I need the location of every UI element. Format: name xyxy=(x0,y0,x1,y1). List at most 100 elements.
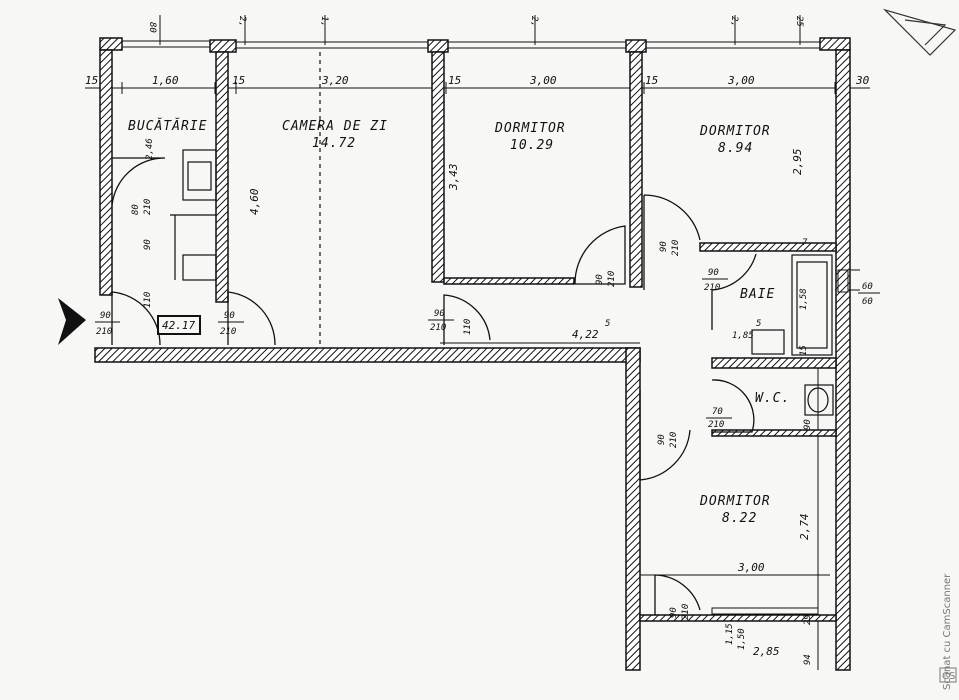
balcony-door xyxy=(654,574,701,615)
door-label: 210 xyxy=(220,327,236,337)
door-label: 90 xyxy=(669,607,679,618)
dim-label: 3,20 xyxy=(321,74,349,87)
living-room-label: CAMERA DE ZI xyxy=(282,119,388,134)
window-label: 60 xyxy=(862,282,873,292)
bedroom2-area: 8.94 xyxy=(718,141,753,156)
dim-label: 110 xyxy=(463,319,473,335)
door-label: 210 xyxy=(681,604,691,620)
door-label: 210 xyxy=(704,283,720,293)
dim-label: 2,46 xyxy=(145,138,155,160)
tick-label: 25 xyxy=(794,16,804,27)
balcony-label-d: 94 xyxy=(803,654,813,665)
kitchen-stove xyxy=(182,254,217,281)
dim-label: 2,74 xyxy=(798,514,811,541)
door-label: 90 xyxy=(659,241,669,252)
wc-right-label: 90 xyxy=(803,419,813,430)
toilet xyxy=(804,384,834,416)
door-label: 210 xyxy=(708,420,724,430)
dim-label: 4,60 xyxy=(248,188,261,215)
bath-right-label: 15 xyxy=(799,345,809,356)
dim-label: 15 xyxy=(645,74,658,87)
total-area: 42.17 xyxy=(162,319,195,332)
bath-door xyxy=(711,253,757,330)
door-label: 90 xyxy=(657,434,667,445)
wc-label: W.C. xyxy=(755,391,790,406)
door-label: 210 xyxy=(96,327,112,337)
misc-labels: 60 60 4,22 5 1,85 5 7 15 90 3,00 2,85 1,… xyxy=(572,238,880,665)
door-label: 90 xyxy=(708,268,719,278)
scanner-watermark: Scanat cu CamScanner xyxy=(942,573,953,690)
tick-label: 2, xyxy=(529,16,539,27)
door-label: 210 xyxy=(430,323,446,333)
hall-door xyxy=(443,294,491,345)
walls xyxy=(94,37,851,671)
door-label: 90 xyxy=(100,311,111,321)
windows xyxy=(121,40,849,615)
bedroom3-area: 8.22 xyxy=(722,511,757,526)
top-dimension-labels: 15 1,60 15 3,20 15 3,00 15 3,00 30 xyxy=(85,74,870,87)
hall-length-sup: 5 xyxy=(605,319,610,329)
entry-door xyxy=(111,291,161,346)
door-swings xyxy=(111,157,757,615)
entry-arrow xyxy=(58,298,86,345)
bathtub xyxy=(791,254,833,356)
cs-badge xyxy=(939,667,957,683)
tick-label: 2, xyxy=(237,16,247,27)
tick-label: 2, xyxy=(729,16,739,27)
balcony-label-c: 29 xyxy=(803,614,813,625)
balcony-label-b: 1,50 xyxy=(737,628,747,650)
tick-label: 80 xyxy=(147,22,157,33)
dim-label: 3,43 xyxy=(447,164,460,192)
door-label: 90 xyxy=(224,311,235,321)
door-label: 90 xyxy=(434,309,445,319)
kitchen-label: BUCĂTĂRIE xyxy=(128,118,207,134)
bedroom2-label: DORMITOR xyxy=(699,124,771,139)
dim-label: 3,00 xyxy=(727,74,755,87)
vertical-dimension-labels: 2,46 80 210 90 110 4,60 3,43 2,95 1,58 2… xyxy=(131,138,811,540)
hall-length-label: 4,22 xyxy=(572,328,599,341)
dim-label: 110 xyxy=(143,292,153,308)
door-label: 70 xyxy=(712,407,723,417)
kitchen-sink xyxy=(182,149,217,201)
bedroom1-area: 10.29 xyxy=(510,138,554,153)
bed1-door xyxy=(574,225,626,285)
door-label: 210 xyxy=(607,271,617,287)
door-label: 210 xyxy=(669,432,679,448)
fixtures xyxy=(157,52,834,416)
door-label: 90 xyxy=(595,274,605,285)
door-labels: 90 210 90 210 90 210 90 210 90 210 90 21… xyxy=(95,240,732,620)
bedroom3-label: DORMITOR xyxy=(699,494,771,509)
bed3-door xyxy=(639,390,691,481)
dim-label: 3,00 xyxy=(529,74,557,87)
top-tick-labels: 80 2, 1, 2, 2, 25 xyxy=(147,16,804,33)
living-door xyxy=(227,291,276,346)
dim-label: 90 xyxy=(143,239,153,250)
wc-door xyxy=(711,379,755,433)
dim-label: 80 xyxy=(131,204,141,215)
total-area-box xyxy=(157,315,201,335)
bath-right-label: 7 xyxy=(802,238,808,248)
bathroom-label: BAIE xyxy=(740,287,775,302)
door-label: 210 xyxy=(671,240,681,256)
balcony-dim-label: 2,85 xyxy=(753,645,780,658)
tick-label: 1, xyxy=(319,16,329,27)
washbasin xyxy=(751,329,785,355)
bedroom1-label: DORMITOR xyxy=(494,121,566,136)
bottom-dim-label: 3,00 xyxy=(737,561,765,574)
cs-badge-label: CS xyxy=(942,671,955,682)
dim-label: 1,60 xyxy=(152,74,179,87)
dim-label: 15 xyxy=(85,74,98,87)
bath-dim-sup: 5 xyxy=(756,319,761,329)
balcony-label-a: 1,15 xyxy=(725,623,735,645)
dim-label: 210 xyxy=(143,199,153,215)
dim-label: 1,58 xyxy=(799,288,809,310)
bed2-door xyxy=(643,194,701,290)
dim-label: 15 xyxy=(448,74,461,87)
dim-label: 2,95 xyxy=(791,149,804,176)
bath-dim-label: 1,85 xyxy=(732,331,754,341)
dim-label: 30 xyxy=(855,74,870,87)
living-room-area: 14.72 xyxy=(312,136,356,151)
window-label: 60 xyxy=(862,297,873,307)
kitchen-door xyxy=(111,157,166,206)
